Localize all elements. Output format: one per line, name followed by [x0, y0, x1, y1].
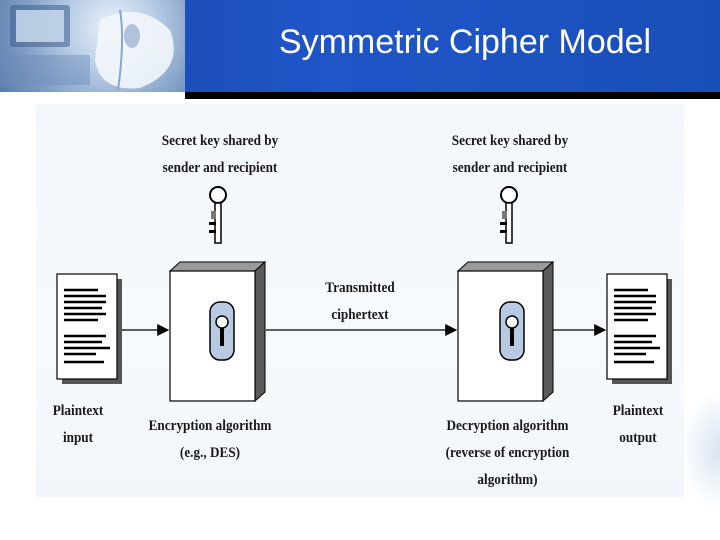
plaintext-input-document-icon [56, 273, 122, 384]
decryption-algorithm-label: Decryption algorithm (reverse of encrypt… [445, 418, 570, 488]
decryption-box [456, 260, 555, 403]
key-caption-right: Secret key shared by sender and recipien… [451, 133, 569, 176]
plaintext-output-document-icon [606, 273, 672, 384]
lock-icon [499, 301, 525, 361]
encryption-box [168, 260, 267, 403]
encryption-algorithm-label: Encryption algorithm (e.g., DES) [148, 418, 272, 461]
decorative-wave [680, 390, 720, 510]
transmitted-ciphertext-label: Transmitted ciphertext [325, 280, 395, 323]
diagram-panel [36, 104, 684, 497]
slide-title: Symmetric Cipher Model [278, 23, 652, 61]
plaintext-input-label: Plaintext input [52, 403, 104, 446]
header-photo [0, 0, 185, 92]
computer-mouse-icon [0, 5, 174, 91]
title-underline [185, 92, 720, 99]
key-icon [209, 186, 227, 244]
lock-icon [209, 301, 235, 361]
key-caption-left: Secret key shared by sender and recipien… [161, 133, 279, 176]
key-icon [500, 186, 518, 244]
title-bar: Symmetric Cipher Model [0, 0, 720, 92]
plaintext-output-label: Plaintext output [612, 403, 664, 446]
